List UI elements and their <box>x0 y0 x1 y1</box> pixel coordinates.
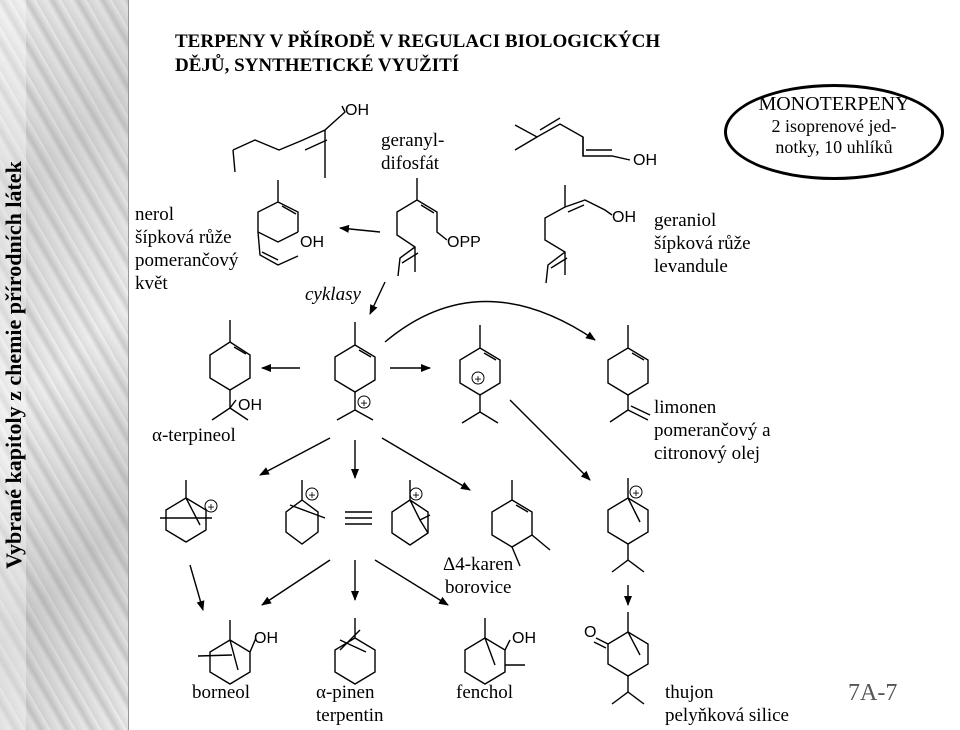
page-title: TERPENY V PŘÍRODĚ V REGULACI BIOLOGICKÝC… <box>175 30 660 78</box>
charge-plus-3: + <box>207 500 214 514</box>
page-title-line1: TERPENY V PŘÍRODĚ V REGULACI BIOLOGICKÝC… <box>175 31 661 52</box>
charge-plus-4: + <box>308 488 315 502</box>
arrow-to-carene <box>381 437 471 491</box>
atom-opp: OPP <box>447 234 481 251</box>
structure-terpinenyl-cation <box>459 325 501 424</box>
equivalence-symbol <box>345 511 372 525</box>
arrow-curved-to-limonene <box>384 300 596 343</box>
structure-terpinyl-cation <box>334 322 376 421</box>
label-limonen-source-2: citronový olej <box>654 443 761 464</box>
arrow-cyclisation <box>369 281 386 315</box>
atom-o-thujone: O <box>584 624 596 641</box>
atom-oh-geraniol: OH <box>612 209 636 226</box>
arrow-to-thujyl <box>509 399 591 481</box>
label-geranyl-1: geranyl- <box>381 130 445 151</box>
label-pinen-source: terpentin <box>316 705 384 726</box>
label-pinen: α-pinen <box>316 682 375 703</box>
charge-circle-3 <box>204 499 218 513</box>
structure-geraniol-right <box>544 185 613 284</box>
charge-plus-1: + <box>360 396 367 410</box>
sidebar-strip <box>0 0 26 730</box>
structure-geraniol-topleft <box>232 105 346 178</box>
charge-circle-2 <box>471 371 485 385</box>
label-limonen: limonen <box>654 397 717 418</box>
label-borneol: borneol <box>192 682 251 703</box>
structure-nerol <box>257 180 299 266</box>
arrow-to-borneol <box>189 564 205 611</box>
atom-oh-top-right: OH <box>633 152 657 169</box>
badge-title: MONOTERPENY <box>758 93 910 115</box>
monoterpene-badge: MONOTERPENY 2 isoprenové jed- notky, 10 … <box>724 84 944 180</box>
label-thujon: thujon <box>665 682 714 703</box>
label-geraniol-source-1: šípková růže <box>654 233 751 254</box>
label-geraniol: geraniol <box>654 210 717 231</box>
arrow-to-bornyl <box>259 437 331 476</box>
page-title-line2: DĚJŮ, SYNTHETICKÉ VYUŽITÍ <box>175 55 460 76</box>
structure-geranyl-difosfat <box>396 178 448 277</box>
atom-oh-top-left: OH <box>345 102 369 119</box>
label-nerol-source-3: květ <box>135 273 168 294</box>
label-nerol: nerol <box>135 204 175 225</box>
charge-circle-6 <box>629 485 643 499</box>
structure-geraniol-top <box>514 117 631 161</box>
label-geraniol-source-2: levandule <box>654 256 728 277</box>
label-cyklasy: cyklasy <box>305 284 361 305</box>
label-thujon-source: pelyňková silice <box>665 705 789 726</box>
structure-borneol <box>197 620 257 685</box>
label-limonen-source-1: pomerančový a <box>654 420 771 441</box>
structure-thujyl-cation <box>607 478 649 573</box>
arrow-to-borneol-2 <box>261 559 331 606</box>
badge-line1: 2 isoprenové jed- <box>771 116 897 136</box>
structure-pinyl-cation-b <box>391 480 431 546</box>
sidebar-marble-panel: Vybrané kapitoly z chemie přírodních lát… <box>0 0 129 730</box>
structure-alpha-pinene <box>334 618 376 685</box>
label-terpineol: α-terpineol <box>152 425 236 446</box>
label-nerol-source-1: šípková růže <box>135 227 232 248</box>
charge-circle-4 <box>305 487 319 501</box>
atom-oh-fenchol: OH <box>512 630 536 647</box>
label-nerol-source-2: pomerančový <box>135 250 239 271</box>
label-geranyl-2: difosfát <box>381 153 440 174</box>
charge-plus-2: + <box>474 372 481 386</box>
structure-limonene <box>607 325 651 423</box>
label-karen-source: borovice <box>445 577 512 598</box>
label-fenchol: fenchol <box>456 682 513 703</box>
label-karen: Δ4-karen <box>443 554 514 575</box>
arrow-to-nerol <box>339 224 381 233</box>
structure-thujone <box>593 612 649 705</box>
atom-oh-terpineol: OH <box>238 397 262 414</box>
badge-line2: notky, 10 uhlíků <box>775 137 893 157</box>
page-number: 7A-7 <box>848 680 898 706</box>
structure-fenchol <box>464 618 525 685</box>
structure-bornyl-cation <box>160 480 212 543</box>
structure-alpha-terpineol <box>209 320 251 421</box>
structure-pinyl-cation-a <box>285 480 326 545</box>
charge-plus-5: + <box>412 488 419 502</box>
atom-oh-borneol: OH <box>254 630 278 647</box>
charge-plus-6: + <box>632 486 639 500</box>
atom-oh-nerol: OH <box>300 234 324 251</box>
charge-circle-1 <box>357 395 371 409</box>
structure-carene <box>491 480 551 567</box>
charge-circle-5 <box>409 487 423 501</box>
arrow-to-fenchol <box>374 559 449 606</box>
